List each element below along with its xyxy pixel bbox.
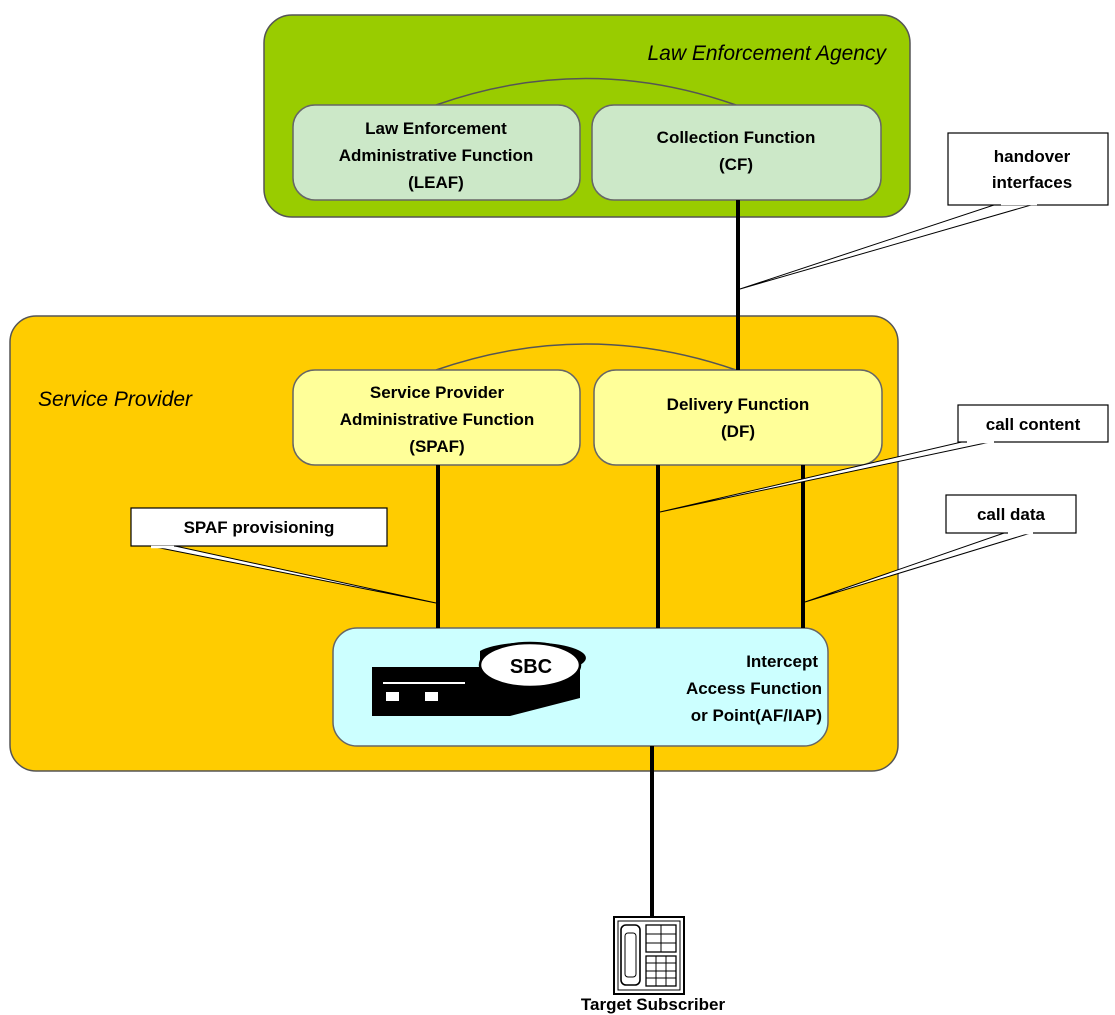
leaf-line-2: Administrative Function xyxy=(339,146,534,165)
iap-line-2: Access Function xyxy=(686,679,822,698)
handover-line-2: interfaces xyxy=(992,173,1072,192)
target-subscriber-label: Target Subscriber xyxy=(581,995,726,1014)
agency-label: Law Enforcement Agency xyxy=(647,42,887,65)
iap-line-1: Intercept xyxy=(746,652,818,671)
call-data-callout: call data xyxy=(804,494,1077,603)
leaf-line-3: (LEAF) xyxy=(408,173,464,192)
leaf-line-1: Law Enforcement xyxy=(365,119,507,138)
spaf-line-3: (SPAF) xyxy=(409,437,464,456)
sbc-device-icon: SBC xyxy=(372,641,586,716)
df-line-2: (DF) xyxy=(721,422,755,441)
df-line-1: Delivery Function xyxy=(667,395,810,414)
collection-function-box: Collection Function (CF) xyxy=(591,104,882,201)
spaf-box: Service Provider Administrative Function… xyxy=(292,369,581,466)
iap-line-3: or Point(AF/IAP) xyxy=(691,706,822,725)
agency-link-arc xyxy=(435,77,737,106)
intercept-access-function-box: Intercept Access Function or Point(AF/IA… xyxy=(332,627,829,747)
provider-link-arc xyxy=(435,343,737,371)
call-content-label: call content xyxy=(986,415,1081,434)
leaf-box: Law Enforcement Administrative Function … xyxy=(292,104,581,201)
cf-line-2: (CF) xyxy=(719,155,753,174)
cf-line-1: Collection Function xyxy=(657,128,816,147)
handover-callout: handover interfaces xyxy=(739,132,1109,290)
delivery-function-box: Delivery Function (DF) xyxy=(593,369,883,466)
spaf-provisioning-callout: SPAF provisioning xyxy=(130,507,437,604)
call-content-callout: call content xyxy=(659,404,1109,513)
spaf-provisioning-label: SPAF provisioning xyxy=(184,518,335,537)
telephone-icon xyxy=(613,916,685,995)
call-data-label: call data xyxy=(977,505,1046,524)
provider-label: Service Provider xyxy=(38,388,193,411)
sbc-badge: SBC xyxy=(510,656,552,678)
spaf-line-1: Service Provider xyxy=(370,383,505,402)
handover-line-1: handover xyxy=(994,147,1071,166)
spaf-line-2: Administrative Function xyxy=(340,410,535,429)
